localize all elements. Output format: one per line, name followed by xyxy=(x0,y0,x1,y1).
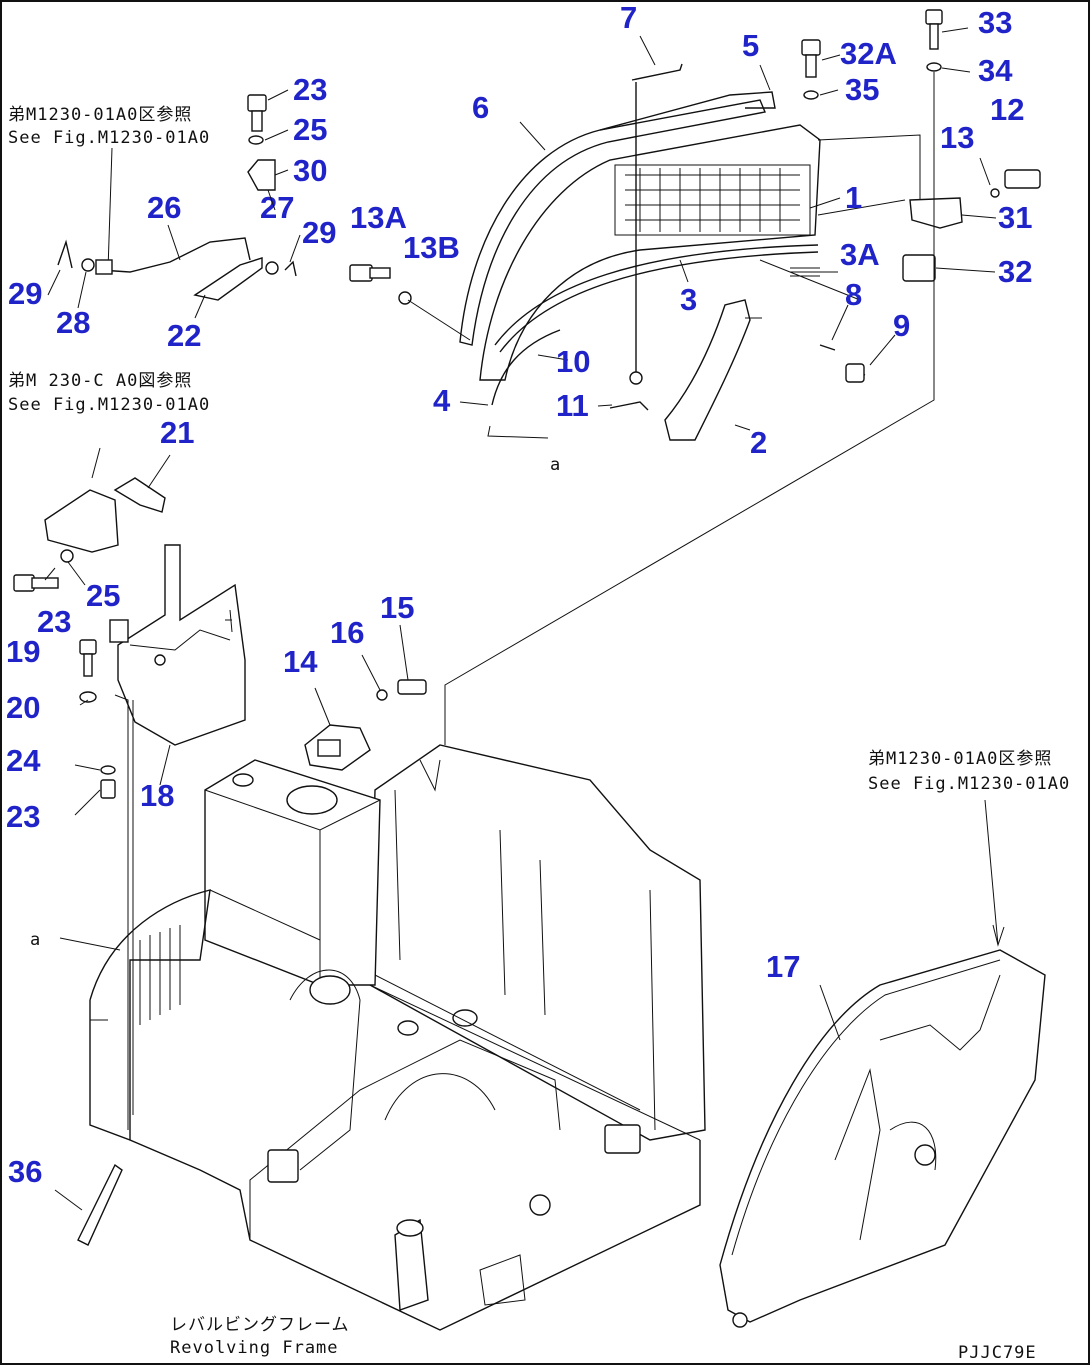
part-label-14: 14 xyxy=(283,644,318,679)
part-label-35: 35 xyxy=(845,72,879,107)
part-label-29-right: 29 xyxy=(302,215,336,250)
part-label-5: 5 xyxy=(742,28,759,63)
ref-note-3-en: See Fig.M1230-01A0 xyxy=(868,774,1070,794)
ref-note-2-jp: 弟M 230-C A0図参照 xyxy=(8,371,192,391)
part-label-34: 34 xyxy=(978,53,1013,88)
part-label-8: 8 xyxy=(845,277,862,312)
part-label-25-top: 25 xyxy=(293,112,327,147)
part-label-13A: 13A xyxy=(350,200,407,235)
part-label-33: 33 xyxy=(978,5,1012,40)
part-label-17: 17 xyxy=(766,949,800,984)
harness-assembly xyxy=(57,94,297,301)
part-label-7: 7 xyxy=(620,0,637,35)
part-label-29-left: 29 xyxy=(8,276,42,311)
part-label-25-mid: 25 xyxy=(86,578,120,613)
part-label-21: 21 xyxy=(160,415,194,450)
revolving-frame xyxy=(54,744,706,1331)
ref-note-1-en: See Fig.M1230-01A0 xyxy=(8,128,210,148)
part-label-6: 6 xyxy=(472,90,489,125)
part-label-32: 32 xyxy=(998,254,1032,289)
part-label-23-top: 23 xyxy=(293,72,327,107)
part-label-36: 36 xyxy=(8,1154,42,1189)
part-label-2: 2 xyxy=(750,425,767,460)
part-label-24: 24 xyxy=(6,743,41,778)
part-label-31: 31 xyxy=(998,200,1032,235)
part-label-4: 4 xyxy=(433,383,451,418)
part-label-23-low: 23 xyxy=(6,799,40,834)
part-label-13: 13 xyxy=(940,120,974,155)
part-label-12: 12 xyxy=(990,92,1024,127)
part-label-16: 16 xyxy=(330,615,364,650)
drawing-code: PJJC79E xyxy=(958,1343,1037,1363)
part-label-22: 22 xyxy=(167,318,201,353)
leader-lines xyxy=(44,27,997,816)
part-label-26: 26 xyxy=(147,190,181,225)
ref-note-1-jp: 弟M1230-01A0区参照 xyxy=(8,105,192,125)
ref-note-3-jp: 弟M1230-01A0区参照 xyxy=(868,749,1052,769)
part-label-18: 18 xyxy=(140,778,174,813)
arrow-marker-a: a xyxy=(550,455,561,475)
part-label-30: 30 xyxy=(293,153,327,188)
part-label-13B: 13B xyxy=(403,230,460,265)
part-label-1: 1 xyxy=(845,180,862,215)
part-label-11: 11 xyxy=(556,388,589,423)
ref-note-2-en: See Fig.M1230-01A0 xyxy=(8,395,210,415)
frame-name-jp: レバルビングフレーム xyxy=(170,1315,350,1335)
part-label-10: 10 xyxy=(556,344,590,379)
grille xyxy=(614,164,811,236)
part-label-32A: 32A xyxy=(840,36,897,71)
part-label-23-mid: 23 xyxy=(37,604,71,639)
arrow-marker-b: a xyxy=(30,930,41,950)
part-label-15: 15 xyxy=(380,590,414,625)
part-label-3A: 3A xyxy=(840,237,880,272)
part-label-9: 9 xyxy=(893,308,910,343)
part-label-19: 19 xyxy=(6,634,40,669)
part-label-28: 28 xyxy=(56,305,90,340)
part-label-27: 27 xyxy=(260,190,294,225)
part-label-20: 20 xyxy=(6,690,40,725)
part-label-3: 3 xyxy=(680,282,697,317)
side-cover-17 xyxy=(719,799,1046,1328)
upper-cover-assembly xyxy=(349,9,1041,745)
frame-name-en: Revolving Frame xyxy=(170,1338,339,1358)
